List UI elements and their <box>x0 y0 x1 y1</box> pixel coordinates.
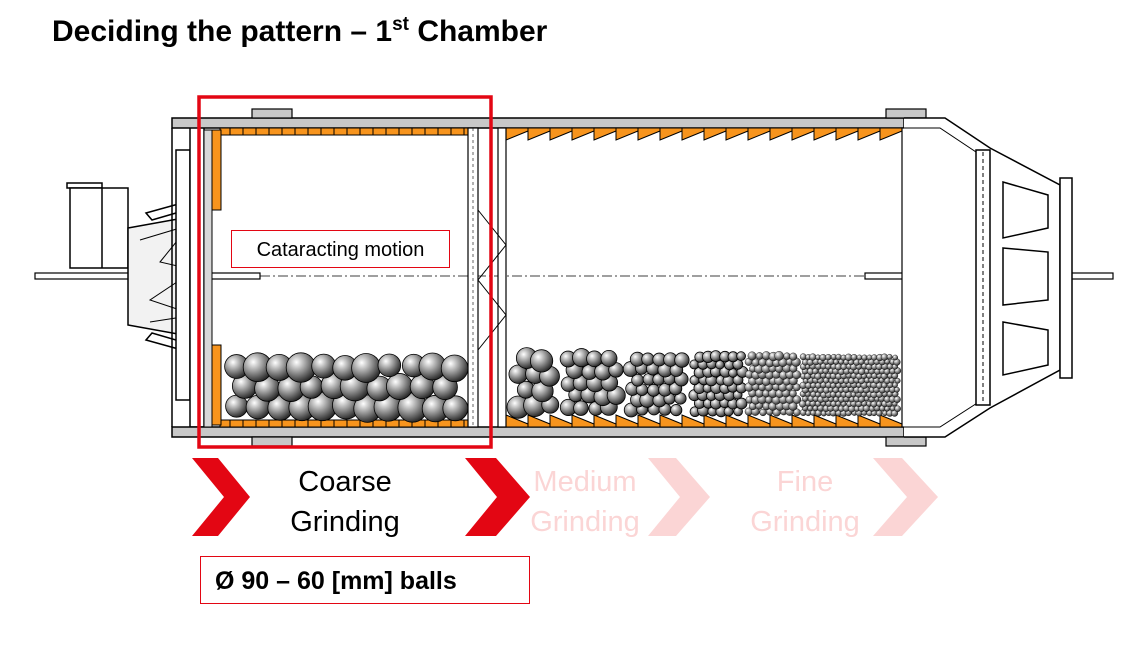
inlet-head <box>127 126 205 428</box>
intermediate-diaphragm <box>467 127 507 428</box>
stage-line-1: Medium <box>533 466 637 498</box>
feed-hopper <box>66 182 129 269</box>
ball-charge <box>224 347 902 423</box>
chevron-arrow-3 <box>648 458 710 536</box>
stage-line-2: Grinding <box>750 506 860 538</box>
stage-line-1: Fine <box>776 466 834 498</box>
cataracting-motion-label: Cataracting motion <box>231 230 450 268</box>
stage-line-2: Grinding <box>530 506 640 538</box>
stage-coarse-grinding: Coarse Grinding <box>265 462 425 542</box>
liner-top-1 <box>219 127 469 136</box>
stage-line-2: Grinding <box>290 506 400 538</box>
chevron-arrow-4 <box>873 458 938 536</box>
outlet-head <box>904 117 1073 438</box>
inlet-wall-liner <box>203 129 222 428</box>
stage-medium-grinding: Medium Grinding <box>505 462 665 542</box>
stage-fine-grinding: Fine Grinding <box>725 462 885 542</box>
page-title: Deciding the pattern – 1st Chamber <box>52 14 548 48</box>
chevron-arrow-2 <box>465 458 530 536</box>
stage-line-1: Coarse <box>298 466 392 498</box>
stage-arrows <box>192 458 938 536</box>
mill-liners <box>219 127 903 428</box>
chevron-arrow-1 <box>192 458 250 536</box>
chamber-highlight-frame <box>197 95 493 449</box>
ball-size-label: Ø 90 – 60 [mm] balls <box>200 556 530 604</box>
